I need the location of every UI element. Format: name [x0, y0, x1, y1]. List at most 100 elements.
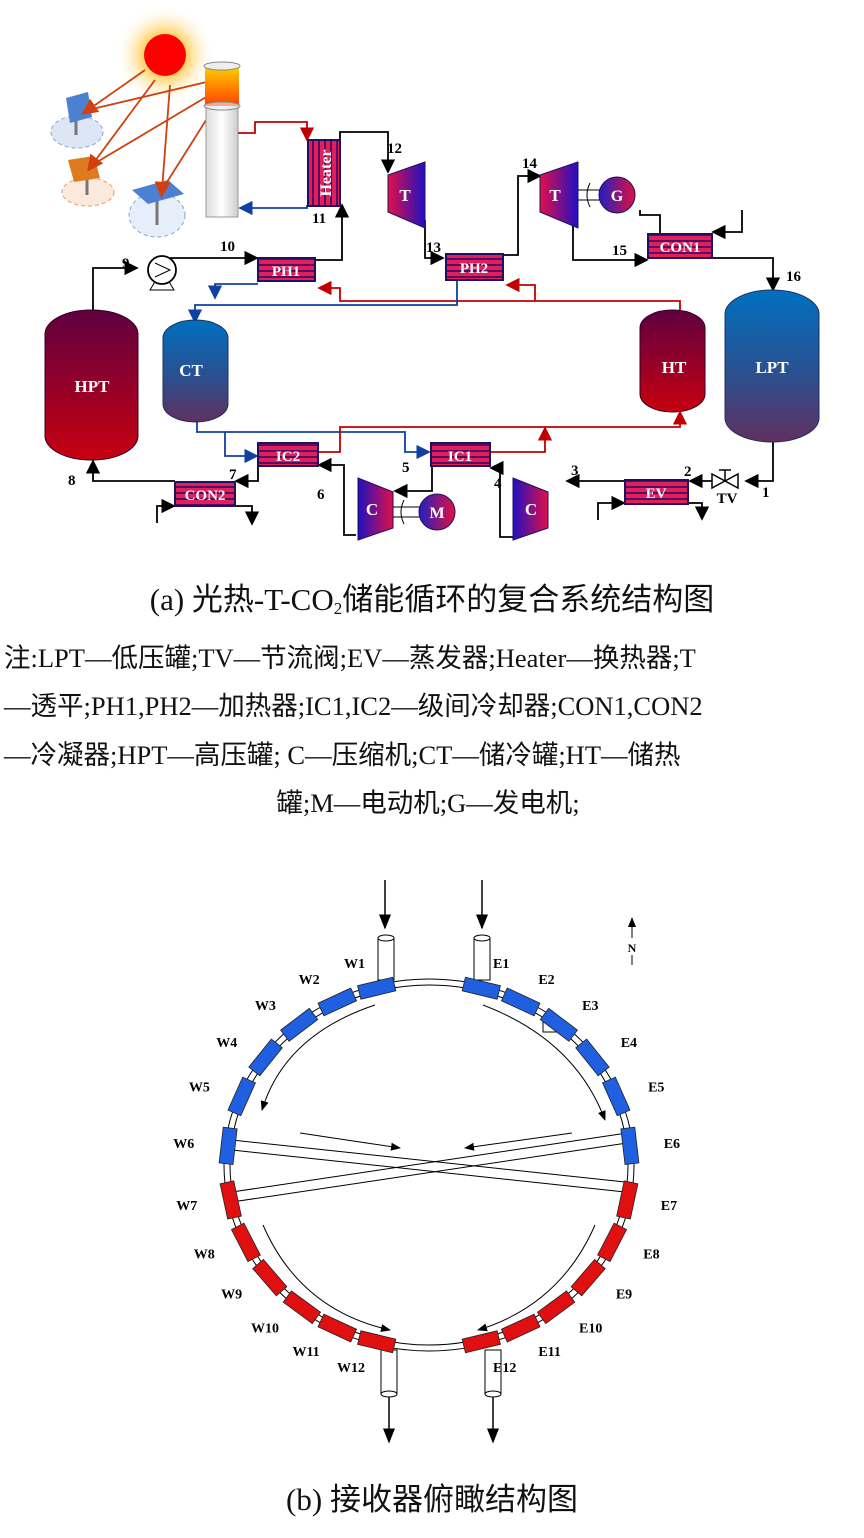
panel-w6: [218, 1126, 238, 1166]
state-point-12: 12: [387, 141, 402, 157]
panel-label-w1: W1: [344, 957, 365, 972]
panel-w3: [280, 1007, 319, 1042]
state-point-13: 13: [426, 240, 441, 256]
panel-w9: [252, 1258, 288, 1297]
con2-label: CON2: [185, 488, 226, 504]
state-point-7: 7: [229, 467, 237, 483]
state-point-2: 2: [684, 464, 692, 480]
panel-w11: [317, 1313, 358, 1343]
line-15: [572, 222, 649, 268]
sun-icon: [144, 34, 186, 76]
cooling-out-con2: [235, 505, 260, 526]
ph2: PH2: [445, 253, 504, 281]
turbine-1: T: [387, 161, 426, 229]
panel-w5: [227, 1076, 256, 1117]
ic1: IC1: [430, 442, 491, 467]
note-line-1: 注:LPT—低压罐;TV—节流阀;EV—蒸发器;Heater—换热器;T: [4, 643, 696, 673]
ph1-to-ct-line: [207, 283, 258, 300]
ph2-to-ct-line: [187, 280, 458, 324]
ring-inner: [229, 984, 629, 1346]
ic2: IC2: [257, 442, 319, 467]
panel-e8: [597, 1222, 628, 1263]
ct-to-ic1-line: [225, 431, 431, 460]
caption-a-prefix: (a) 光热-T-CO: [149, 582, 334, 617]
panel-label-w9: W9: [221, 1288, 242, 1303]
panel-e10: [536, 1290, 576, 1325]
panel-e12: [461, 1330, 501, 1354]
con2: CON2: [174, 481, 236, 507]
state-point-4: 4: [494, 476, 502, 492]
line-13: [424, 220, 445, 266]
turbine-2: T: [539, 161, 579, 229]
panel-label-w7: W7: [176, 1199, 197, 1214]
line-6: [317, 457, 356, 536]
panel-label-e5: E5: [648, 1081, 664, 1096]
ct-tank: CT: [162, 319, 229, 423]
panel-w10: [282, 1290, 322, 1325]
panel-label-e8: E8: [643, 1247, 659, 1262]
ph1: PH1: [257, 257, 316, 282]
pump-icon: [147, 255, 177, 291]
line-11: [315, 203, 350, 261]
turbine-1-label: T: [399, 186, 411, 205]
panel-w12: [357, 1330, 397, 1354]
caption-a: (a) 光热-T-CO2储能循环的复合系统结构图: [0, 574, 864, 619]
heater: Heater: [307, 139, 341, 207]
panel-e9: [570, 1258, 606, 1297]
throttle-valve-icon: TV: [711, 469, 739, 507]
hot-salt-line: [238, 121, 315, 142]
flow-arrows: [260, 1004, 606, 1332]
panel-label-e1: E1: [493, 957, 509, 972]
caption-b: (b) 接收器俯瞰结构图: [286, 1482, 578, 1517]
north-indicator: N: [628, 917, 637, 965]
panel-e1: [461, 976, 501, 1000]
hpt-label: HPT: [75, 377, 111, 396]
panel-label-e10: E10: [579, 1321, 602, 1336]
generator: G: [578, 176, 636, 214]
ct-to-ic2-line: [196, 420, 259, 464]
panel-e6: [620, 1126, 640, 1166]
state-point-11: 11: [312, 211, 326, 227]
state-point-5: 5: [402, 460, 410, 476]
hpt-tank: HPT: [44, 309, 139, 461]
line-8: [85, 459, 175, 482]
ic1-label: IC1: [448, 449, 472, 465]
heliostat-icon: [128, 180, 186, 238]
panel-w2: [317, 987, 358, 1017]
panel-e3: [539, 1007, 578, 1042]
panel-label-w2: W2: [299, 973, 320, 988]
receiver: [205, 66, 239, 106]
state-point-16: 16: [786, 269, 802, 285]
panel-label-w5: W5: [189, 1081, 210, 1096]
ic2-to-ht-line: [318, 410, 688, 453]
state-point-1: 1: [762, 485, 770, 501]
compressor-2-label: C: [525, 500, 537, 519]
panel-label-w12: W12: [337, 1361, 365, 1376]
inlet-west: [377, 880, 395, 981]
ev: EV: [624, 479, 689, 505]
ht-to-ph2-line: [505, 277, 536, 301]
line-16: [712, 257, 781, 292]
cooling-in-con2: [156, 498, 176, 523]
line-5: [393, 465, 433, 499]
panel-label-w6: W6: [173, 1137, 194, 1152]
panel-label-w4: W4: [216, 1036, 237, 1051]
heater-label: Heater: [318, 149, 335, 196]
ph1-label: PH1: [272, 264, 300, 280]
panel-label-e7: E7: [661, 1199, 677, 1214]
state-point-6: 6: [317, 487, 325, 503]
tv-label: TV: [717, 491, 738, 507]
cooling-in-con1: [711, 210, 743, 240]
ring-outer: [223, 978, 635, 1352]
outlet-west: [380, 1349, 398, 1444]
inlet-east: [473, 880, 491, 981]
state-point-10: 10: [220, 239, 235, 255]
ht-to-ph1-line: [317, 280, 681, 310]
panel-w8: [230, 1222, 261, 1263]
state-point-9: 9: [122, 256, 130, 272]
ic2-label: IC2: [276, 449, 300, 465]
panel-e2: [500, 987, 541, 1017]
outlet-east: [484, 1349, 502, 1444]
light-rays: [81, 69, 225, 199]
line-1: [744, 440, 774, 489]
